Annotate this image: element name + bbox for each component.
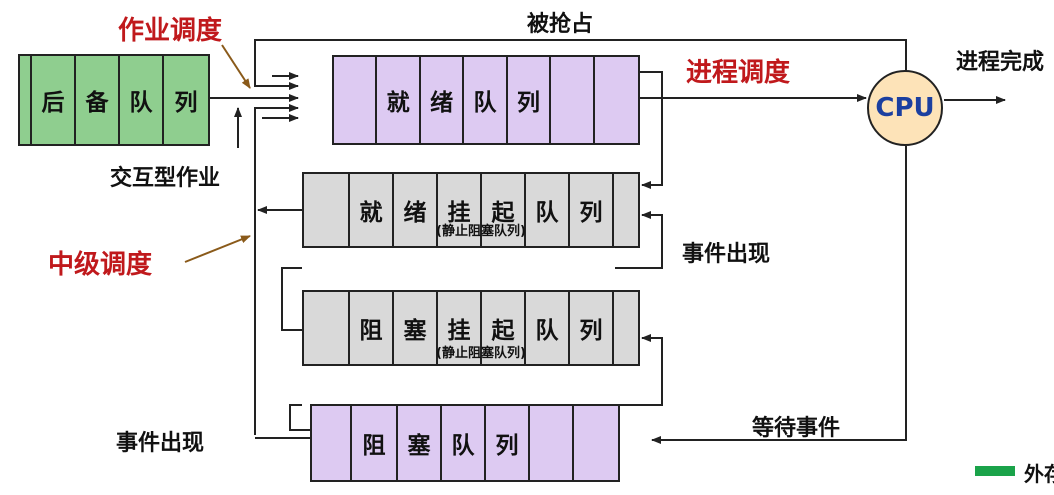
queue-cell: 列 — [570, 292, 614, 364]
queue-cell — [312, 406, 352, 480]
event-occurs-left-label: 事件出现 — [116, 431, 205, 456]
process-done-label: 进程完成 — [956, 50, 1045, 75]
queue-cell: 起 — [482, 174, 526, 246]
blocked-suspended-note: (静止阻塞队列) — [436, 346, 526, 361]
queue-cell: 就 — [350, 174, 394, 246]
queue-cell: 起 — [482, 292, 526, 364]
ready-suspended-note: (静止阻塞队列) — [436, 224, 526, 239]
blocked-suspended-queue: 阻 塞 挂 起 队 列 — [302, 290, 640, 366]
queue-cell: 队 — [526, 292, 570, 364]
queue-cell: 备 — [76, 56, 120, 144]
queue-cell: 绪 — [421, 57, 465, 143]
queue-cell: 队 — [464, 57, 508, 143]
queue-cell: 塞 — [398, 406, 442, 480]
arrow-preempted — [254, 39, 907, 90]
queue-cell: 绪 — [394, 174, 438, 246]
queue-cell: 塞 — [394, 292, 438, 364]
arrow-wait-event — [651, 146, 907, 444]
wait-event-label: 等待事件 — [752, 416, 841, 441]
queue-cell: 挂 — [438, 292, 482, 364]
legend-external-storage-label: 外存 — [1024, 462, 1054, 486]
job-scheduling-label: 作业调度 — [118, 16, 223, 46]
line-blocked-left — [289, 404, 310, 431]
ready-queue: 就 绪 队 列 — [332, 55, 640, 145]
queue-cell: 列 — [486, 406, 530, 480]
queue-cell — [574, 406, 618, 480]
queue-cell — [304, 174, 350, 246]
queue-cell — [614, 174, 638, 246]
pointer-mid-scheduling — [184, 235, 251, 263]
pointer-job-scheduling — [221, 44, 251, 89]
queue-cell: 阻 — [352, 406, 398, 480]
queue-cell — [530, 406, 574, 480]
queue-cell: 挂 — [438, 174, 482, 246]
queue-cell: 队 — [442, 406, 486, 480]
queue-cell — [614, 292, 638, 364]
queue-cell: 阻 — [350, 292, 394, 364]
preempted-label: 被抢占 — [527, 12, 594, 37]
queue-cell — [20, 56, 32, 144]
backup-queue: 后 备 队 列 — [18, 54, 210, 146]
queue-cell: 列 — [174, 90, 198, 116]
queue-cell: 列 — [570, 174, 614, 246]
cpu-node: CPU — [867, 70, 943, 146]
queue-cell: 队 — [526, 174, 570, 246]
queue-cell — [304, 292, 350, 364]
arrow-blocked-to-suspended — [615, 334, 663, 406]
queue-cell: 后 — [32, 56, 76, 144]
interactive-job-label: 交互型作业 — [110, 166, 221, 191]
event-occurs-right-label: 事件出现 — [682, 242, 771, 267]
queue-cell — [551, 57, 595, 143]
queue-cell: 就 — [377, 57, 421, 143]
ready-suspended-queue: 就 绪 挂 起 队 列 — [302, 172, 640, 248]
mid-scheduling-label: 中级调度 — [48, 250, 153, 280]
legend-swatch-external-storage — [975, 466, 1015, 476]
arrow-ready-to-suspended — [640, 71, 663, 189]
queue-cell: 队 — [120, 56, 164, 144]
line-suspend-chain — [281, 267, 302, 331]
queue-cell — [334, 57, 378, 143]
process-scheduling-label: 进程调度 — [686, 58, 791, 88]
blocked-queue: 阻 塞 队 列 — [310, 404, 620, 482]
queue-cell: 列 — [508, 57, 552, 143]
arrow-left-loop — [254, 104, 299, 435]
arrow-event-right — [615, 211, 663, 269]
queue-cell — [595, 57, 638, 143]
